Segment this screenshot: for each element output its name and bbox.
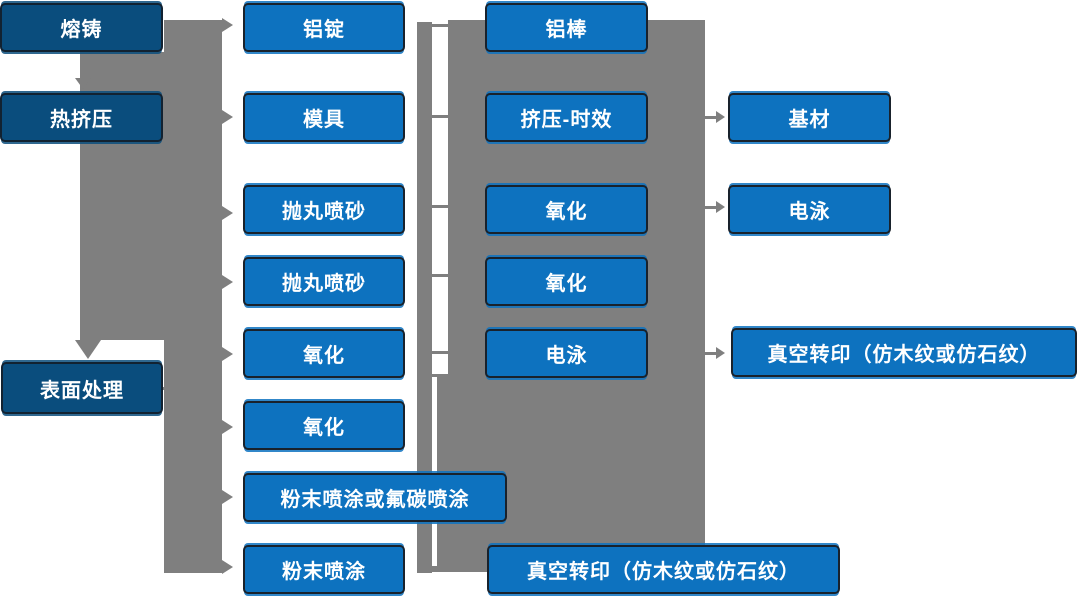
arrow-down-to-hot-extrusion (75, 78, 91, 89)
line-to-vacuum-transfer-right (705, 352, 717, 355)
arrow-to-powder-fluorocarbon (222, 490, 233, 504)
node-aluminum-rod: 铝棒 (485, 3, 648, 52)
node-base-material: 基材 (728, 93, 891, 142)
arrow-to-vacuum-transfer-right (716, 347, 725, 359)
arrow-to-powder-coating (222, 560, 233, 574)
connector-surface-treatment-stub (161, 387, 175, 390)
arrow-to-electrophoresis-c4 (716, 201, 725, 213)
link-rail-row1 (432, 24, 448, 27)
node-oxidation-c2-1: 氧化 (243, 329, 405, 378)
line-to-electrophoresis-c4 (705, 206, 717, 209)
node-shot-blast-1: 抛丸喷砂 (243, 185, 405, 234)
arrow-to-oxidation-c2-1 (222, 347, 233, 361)
arrow-to-aluminum-ingot (222, 18, 233, 32)
node-powder-or-fluorocarbon: 粉末喷涂或氟碳喷涂 (243, 473, 507, 522)
node-hot-extrusion: 热挤压 (0, 93, 163, 142)
node-melting-casting: 熔铸 (0, 3, 163, 52)
node-surface-treatment: 表面处理 (1, 362, 163, 414)
arrow-to-shot-blast-2 (222, 275, 233, 289)
arrow-to-base-material (716, 111, 725, 123)
link-rail-row5b (432, 374, 448, 377)
link-rail-row5 (432, 351, 448, 354)
node-vacuum-transfer-bottom: 真空转印（仿木纹或仿石纹） (487, 545, 840, 594)
node-oxidation-c2-2: 氧化 (243, 401, 405, 450)
arrow-to-shot-blast-1 (222, 206, 233, 220)
node-electrophoresis-c3: 电泳 (485, 329, 648, 378)
arrow-down-to-surface-treatment (75, 340, 101, 359)
link-rail-row2 (432, 115, 448, 118)
node-mold: 模具 (243, 93, 405, 142)
node-shot-blast-2: 抛丸喷砂 (243, 257, 405, 306)
node-powder-coating: 粉末喷涂 (243, 545, 405, 594)
node-oxidation-c3-2: 氧化 (485, 257, 648, 306)
node-extrusion-aging: 挤压-时效 (485, 93, 648, 142)
node-electrophoresis-c4: 电泳 (728, 185, 891, 234)
node-vacuum-transfer-right: 真空转印（仿木纹或仿石纹） (731, 328, 1077, 377)
link-rail-row3 (432, 205, 448, 208)
connector-mid-rail (417, 22, 432, 573)
arrow-to-mold (222, 110, 233, 124)
link-rail-row4 (432, 274, 448, 277)
arrow-to-oxidation-c2-2 (222, 420, 233, 434)
connector-main-trunk (164, 20, 222, 573)
node-oxidation-c3-1: 氧化 (485, 185, 648, 234)
node-aluminum-ingot: 铝锭 (243, 3, 405, 52)
line-to-base-material (705, 116, 717, 119)
